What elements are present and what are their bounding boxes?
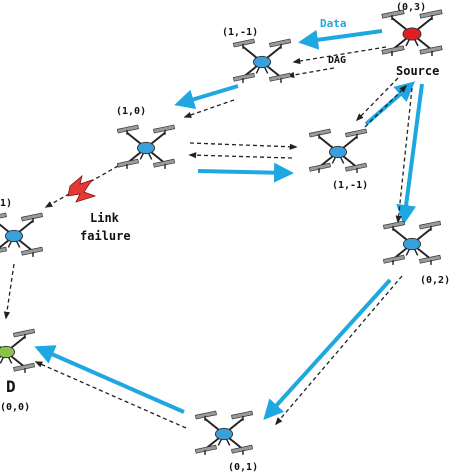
data-arrow-n2-n3 xyxy=(197,162,294,183)
dag-arrow-n2-n3-top xyxy=(189,142,298,150)
source-role-label: Source xyxy=(396,64,439,78)
drone-n4 xyxy=(382,220,442,266)
data-arrow-source-n4 xyxy=(396,83,424,225)
dag-legend-label: DAG xyxy=(328,55,346,66)
data-arrows xyxy=(34,29,424,420)
dag-arrow-n3-source xyxy=(364,84,408,128)
n3-coord-label: (1,-1) xyxy=(332,180,368,191)
failure-label-line2: failure xyxy=(80,229,131,243)
drone-n3 xyxy=(308,128,368,174)
n5-coord-label: 1) xyxy=(0,198,12,209)
data-arrow-n1-n2 xyxy=(174,84,239,109)
dag-arrows xyxy=(3,46,413,429)
dag-arrow-n6-dest xyxy=(34,361,187,429)
drone-n6 xyxy=(194,410,254,456)
n6-coord-label: (0,1) xyxy=(228,462,258,473)
link-failure-icon xyxy=(67,174,97,203)
source-coord-label: (0,3) xyxy=(396,2,426,13)
data-arrow-n6-dest xyxy=(34,345,185,414)
dag-arrow-source-n4 xyxy=(395,87,413,224)
dag-arrow-n5-dest xyxy=(3,263,15,320)
data-legend-label: Data xyxy=(320,17,347,30)
n4-coord-label: (0,2) xyxy=(420,275,450,286)
failure-label-line1: Link xyxy=(90,211,120,225)
dest-coord-label: (0,0) xyxy=(0,402,30,413)
drone-dest xyxy=(0,328,36,374)
dag-arrow-n3-n2 xyxy=(188,152,293,159)
dag-arrow-n4-n6 xyxy=(274,275,403,426)
drone-n1 xyxy=(232,38,292,84)
dest-role-label: D xyxy=(6,377,16,396)
data-arrow-n4-n6 xyxy=(263,278,392,420)
dag-arrow-source-n3 xyxy=(355,77,399,122)
dag-arrow-source-n1 xyxy=(292,46,387,65)
drone-n5 xyxy=(0,212,44,258)
dag-arrow-source-n1-lower xyxy=(286,67,335,79)
dag-arrow-n1-n2 xyxy=(183,99,235,118)
data-arrow-source-n1 xyxy=(298,29,383,50)
n1-coord-label: (1,-1) xyxy=(222,27,258,38)
n2-coord-label: (1,0) xyxy=(116,106,146,117)
drone-n2 xyxy=(116,124,176,170)
drone-source xyxy=(380,8,444,57)
